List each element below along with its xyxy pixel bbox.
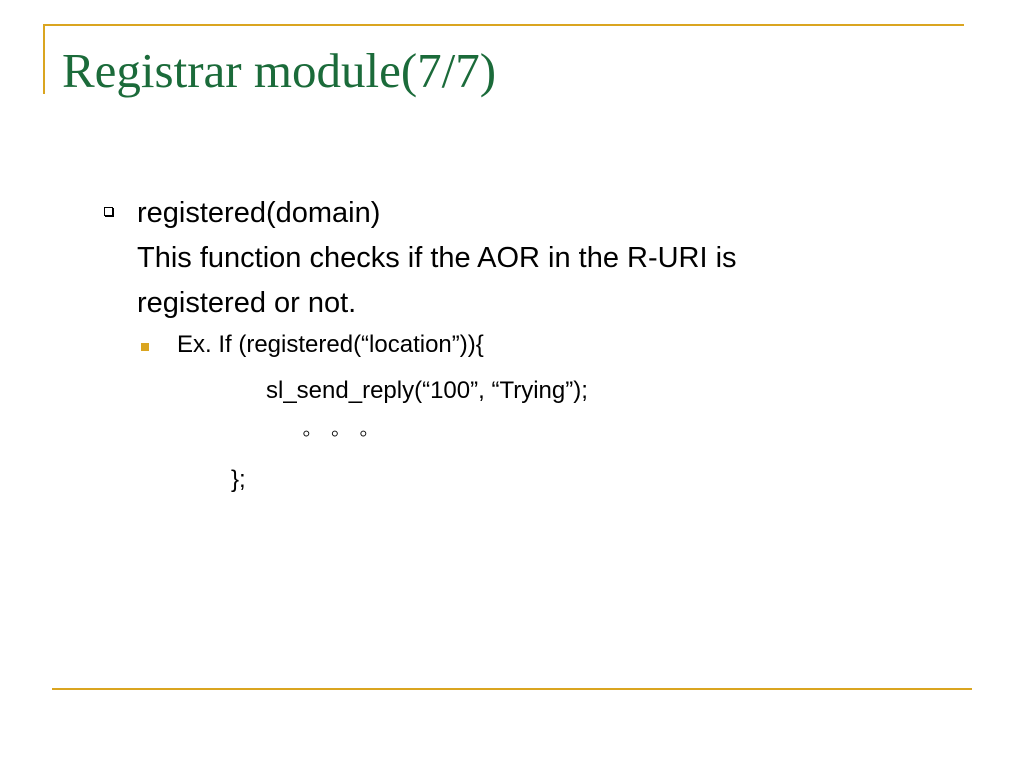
bullet-level1-line: This function checks if the AOR in the R… — [137, 242, 737, 274]
bullet-level1-line: registered(domain) — [137, 197, 381, 229]
bottom-accent-line — [52, 688, 972, 690]
code-line-closing-brace: }; — [231, 466, 246, 493]
filled-square-bullet-icon — [141, 343, 149, 351]
left-accent-line — [43, 24, 45, 94]
slide-title: Registrar module(7/7) — [62, 43, 497, 98]
bullet-level1-line: registered or not. — [137, 287, 357, 319]
bullet-level1-text: registered(domain) This function checks … — [137, 191, 937, 326]
top-accent-line — [43, 24, 964, 26]
code-line-send-reply: sl_send_reply(“100”, “Trying”); — [266, 377, 588, 404]
hollow-square-bullet-icon — [104, 207, 113, 216]
bullet-level2-text: Ex. If (registered(“location”)){ — [177, 331, 484, 358]
code-line-ellipsis: ◦ ◦ ◦ — [302, 420, 368, 447]
